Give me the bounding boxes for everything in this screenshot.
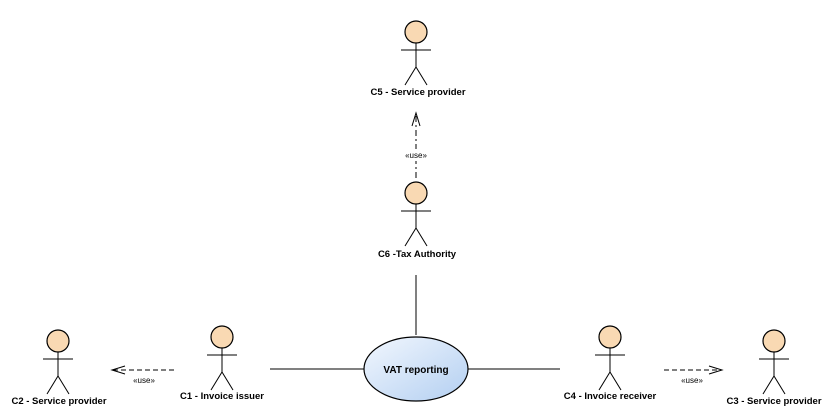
actor-c3-service-provider[interactable]: C3 - Service provider	[726, 329, 822, 407]
dependency-c6-c5[interactable]: «use»	[398, 111, 434, 178]
actor-label: C2 - Service provider	[11, 396, 106, 407]
stereotype-bg	[398, 149, 434, 161]
stick-figure-icon	[43, 329, 73, 395]
dependency-arrowhead	[110, 365, 126, 375]
dependency-arrowhead	[708, 365, 724, 375]
actor-label: C6 -Tax Authority	[378, 249, 457, 260]
use-case-ellipse	[363, 336, 469, 402]
actor-label: C1 - Invoice issuer	[180, 391, 264, 402]
actor-c1-invoice-issuer[interactable]: C1 - Invoice issuer	[180, 325, 264, 402]
actor-c2-service-provider[interactable]: C2 - Service provider	[11, 329, 107, 407]
actor-c4-invoice-receiver[interactable]: C4 - Invoice receiver	[564, 325, 657, 402]
use-case-vat-reporting[interactable]: VAT reporting	[363, 336, 469, 402]
actor-label: C4 - Invoice receiver	[564, 391, 657, 402]
actor-label: C5 - Service provider	[370, 87, 465, 98]
stick-figure-icon	[759, 329, 789, 395]
use-case-label: VAT reporting	[383, 365, 448, 376]
dependency-arrowhead	[411, 111, 421, 127]
stick-figure-icon	[595, 325, 625, 391]
stick-figure-icon	[401, 20, 431, 86]
dependency-stereotype: «use»	[405, 151, 427, 160]
dependency-c4-c3[interactable]: «use»	[664, 365, 724, 385]
actor-label: C3 - Service provider	[726, 396, 821, 407]
actor-c5-service-provider[interactable]: C5 - Service provider	[370, 20, 466, 98]
stick-figure-icon	[401, 181, 431, 247]
dependency-c1-c2[interactable]: «use»	[110, 365, 174, 385]
dependency-stereotype: «use»	[681, 376, 703, 385]
dependency-stereotype: «use»	[133, 376, 155, 385]
stick-figure-icon	[207, 325, 237, 391]
actor-c6-tax-authority[interactable]: C6 -Tax Authority	[378, 181, 457, 260]
